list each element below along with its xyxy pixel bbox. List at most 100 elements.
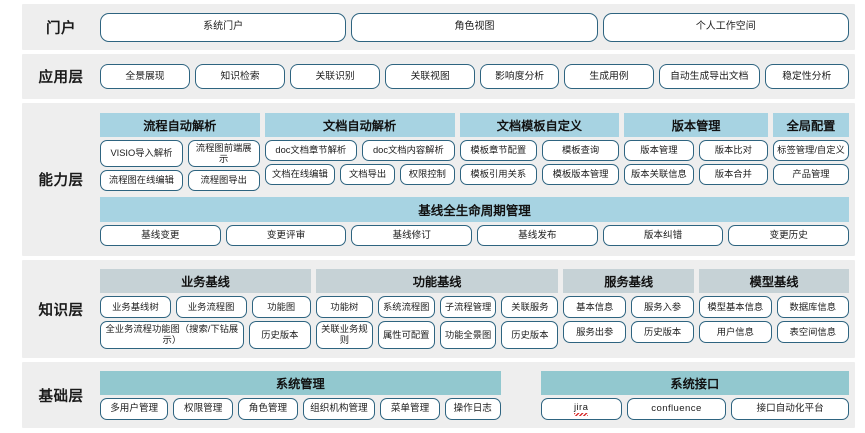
- base-group-system-interface: 系统接口 jira confluence 接口自动化平台: [540, 370, 849, 420]
- cap-item-version-relation-info[interactable]: 版本关联信息: [624, 163, 694, 185]
- app-item-relation-view[interactable]: 关联视图: [385, 64, 476, 89]
- portal-item-role-view[interactable]: 角色视图: [351, 12, 598, 42]
- kn-item-service-input-param[interactable]: 服务入参: [631, 296, 695, 319]
- cap-item-template-chapter-config[interactable]: 模板章节配置: [459, 139, 537, 161]
- base-item-jira[interactable]: jira: [540, 397, 622, 420]
- kn-item-history-version-business[interactable]: 历史版本: [248, 321, 311, 349]
- lifecycle-item-baseline-change[interactable]: 基线变更: [100, 225, 221, 247]
- knowledge-group-service-baseline: 服务基线 基本信息 服务入参 服务出参 历史版本: [563, 269, 695, 348]
- cap-item-visio-import-parse[interactable]: VISIO导入解析: [100, 139, 183, 168]
- app-item-auto-export-doc[interactable]: 自动生成导出文档: [659, 64, 760, 89]
- capability-group-doc-template: 文档模板自定义 模板章节配置 模板查询 模板引用关系 模板版本管理: [459, 112, 620, 191]
- layer-body-portal: 系统门户 角色视图 个人工作空间: [100, 7, 855, 48]
- cap-item-doc-online-edit[interactable]: 文档在线编辑: [264, 163, 336, 185]
- lifecycle-item-change-review[interactable]: 变更评审: [225, 225, 347, 247]
- kn-item-full-business-flow-function-chart[interactable]: 全业务流程功能图（搜索/下钻展示）: [100, 321, 244, 349]
- capability-row2-process-parse: 流程图在线编辑 流程图导出: [100, 170, 260, 192]
- knowledge-row2-business-baseline: 全业务流程功能图（搜索/下钻展示） 历史版本: [100, 321, 311, 349]
- capability-group-header-doc-template: 文档模板自定义: [459, 112, 620, 137]
- app-item-relation-identify[interactable]: 关联识别: [290, 64, 381, 89]
- cap-item-version-compare[interactable]: 版本比对: [698, 139, 768, 161]
- portal-item-system-portal[interactable]: 系统门户: [100, 12, 347, 42]
- kn-item-business-baseline-tree[interactable]: 业务基线树: [100, 296, 171, 319]
- application-items: 全景展现 知识检索 关联识别 关联视图 影响度分析 生成用例 自动生成导出文档 …: [100, 64, 849, 89]
- base-item-permission-manage[interactable]: 权限管理: [173, 397, 234, 420]
- capability-row1-process-parse: VISIO导入解析 流程图前端展示: [100, 139, 260, 168]
- kn-item-business-flow-chart[interactable]: 业务流程图: [175, 296, 247, 319]
- cap-item-doc-chapter-parse[interactable]: doc文档章节解析: [264, 139, 358, 161]
- kn-item-function-chart[interactable]: 功能图: [251, 296, 311, 319]
- layer-row-portal: 门户 系统门户 角色视图 个人工作空间: [22, 4, 855, 50]
- kn-item-subprocess-manage[interactable]: 子流程管理: [439, 296, 497, 319]
- kn-item-service-output-param[interactable]: 服务出参: [563, 321, 627, 344]
- layer-body-application: 全景展现 知识检索 关联识别 关联视图 影响度分析 生成用例 自动生成导出文档 …: [100, 59, 855, 94]
- layer-label-application: 应用层: [38, 70, 84, 86]
- capability-group-header-doc-parse: 文档自动解析: [264, 112, 455, 137]
- kn-item-function-panorama[interactable]: 功能全景图: [439, 321, 497, 349]
- lifecycle-item-baseline-revision[interactable]: 基线修订: [351, 225, 473, 247]
- knowledge-row2-model-baseline: 用户信息 表空间信息: [699, 321, 849, 344]
- cap-item-doc-content-parse[interactable]: doc文档内容解析: [362, 139, 455, 161]
- app-item-generate-case[interactable]: 生成用例: [563, 64, 655, 89]
- cap-item-template-reference-relation[interactable]: 模板引用关系: [459, 163, 537, 185]
- kn-item-service-basic-info[interactable]: 基本信息: [563, 296, 627, 319]
- layer-row-base: 基础层 系统管理 多用户管理 权限管理 角色管理 组织机构管理 菜单管理 操作日…: [22, 362, 855, 428]
- kn-item-database-info[interactable]: 数据库信息: [776, 296, 849, 319]
- cap-item-template-version-manage[interactable]: 模板版本管理: [541, 163, 620, 185]
- layer-label-base: 基础层: [38, 388, 84, 405]
- cap-item-doc-export[interactable]: 文档导出: [340, 163, 395, 185]
- base-item-menu-manage[interactable]: 菜单管理: [380, 397, 440, 420]
- layer-label-knowledge: 知识层: [38, 302, 84, 319]
- layer-body-base: 系统管理 多用户管理 权限管理 角色管理 组织机构管理 菜单管理 操作日志 系统…: [100, 366, 855, 425]
- layer-body-capability: 流程自动解析 VISIO导入解析 流程图前端展示 流程图在线编辑 流程图导出 文…: [100, 108, 855, 251]
- cap-item-tag-manage-custom[interactable]: 标签管理/自定义: [772, 139, 850, 161]
- kn-item-model-basic-info[interactable]: 模型基本信息: [699, 296, 772, 319]
- app-item-panorama[interactable]: 全景展现: [100, 64, 191, 89]
- base-items-system-interface: jira confluence 接口自动化平台: [540, 397, 849, 420]
- kn-item-history-version-function[interactable]: 历史版本: [501, 321, 559, 349]
- kn-item-related-business-rule[interactable]: 关联业务规则: [315, 321, 373, 349]
- cap-item-flow-export[interactable]: 流程图导出: [187, 170, 260, 192]
- capability-group-process-parse: 流程自动解析 VISIO导入解析 流程图前端展示 流程图在线编辑 流程图导出: [100, 112, 260, 192]
- cap-item-flow-frontend-display[interactable]: 流程图前端展示: [187, 139, 260, 168]
- base-item-api-automation-platform[interactable]: 接口自动化平台: [731, 397, 849, 420]
- capability-groups: 流程自动解析 VISIO导入解析 流程图前端展示 流程图在线编辑 流程图导出 文…: [100, 112, 850, 192]
- lifecycle-item-change-history[interactable]: 变更历史: [728, 225, 850, 247]
- cap-item-template-query[interactable]: 模板查询: [541, 139, 620, 161]
- knowledge-group-function-baseline: 功能基线 功能树 系统流程图 子流程管理 关联服务 关联业务规则 属性可配置 功…: [315, 269, 559, 349]
- capability-row2-global-config: 产品管理: [772, 163, 850, 185]
- base-item-operation-log[interactable]: 操作日志: [444, 397, 501, 420]
- layer-row-capability: 能力层 流程自动解析 VISIO导入解析 流程图前端展示 流程图在线编辑 流程图…: [22, 103, 855, 256]
- kn-item-tablespace-info[interactable]: 表空间信息: [776, 321, 849, 344]
- capability-lifecycle-items: 基线变更 变更评审 基线修订 基线发布 版本纠错 变更历史: [100, 225, 850, 247]
- base-item-confluence[interactable]: confluence: [626, 397, 727, 420]
- knowledge-group-header-model-baseline: 模型基线: [699, 269, 849, 294]
- base-group-header-system-manage: 系统管理: [100, 370, 501, 395]
- kn-item-related-service[interactable]: 关联服务: [501, 296, 559, 319]
- cap-item-version-manage[interactable]: 版本管理: [624, 139, 694, 161]
- kn-item-attribute-configurable[interactable]: 属性可配置: [377, 321, 435, 349]
- lifecycle-item-version-correction[interactable]: 版本纠错: [602, 225, 724, 247]
- jira-label: jira: [573, 402, 589, 416]
- cap-item-version-merge[interactable]: 版本合并: [698, 163, 768, 185]
- base-item-role-manage[interactable]: 角色管理: [238, 397, 298, 420]
- base-groups: 系统管理 多用户管理 权限管理 角色管理 组织机构管理 菜单管理 操作日志 系统…: [100, 370, 849, 420]
- base-group-header-system-interface: 系统接口: [540, 370, 849, 395]
- capability-lifecycle-header: 基线全生命周期管理: [100, 197, 849, 223]
- kn-item-history-version-service[interactable]: 历史版本: [631, 321, 695, 344]
- cap-item-permission-control[interactable]: 权限控制: [399, 163, 455, 185]
- knowledge-row1-service-baseline: 基本信息 服务入参: [563, 296, 695, 319]
- cap-item-flow-online-edit[interactable]: 流程图在线编辑: [100, 170, 183, 192]
- kn-item-system-flow-chart[interactable]: 系统流程图: [377, 296, 435, 319]
- app-item-knowledge-search[interactable]: 知识检索: [195, 64, 286, 89]
- base-item-multi-user-manage[interactable]: 多用户管理: [100, 397, 169, 420]
- kn-item-user-info[interactable]: 用户信息: [699, 321, 772, 344]
- portal-item-personal-workspace[interactable]: 个人工作空间: [602, 12, 849, 42]
- base-item-org-structure-manage[interactable]: 组织机构管理: [302, 397, 376, 420]
- lifecycle-item-baseline-release[interactable]: 基线发布: [477, 225, 598, 247]
- kn-item-function-tree[interactable]: 功能树: [315, 296, 373, 319]
- app-item-stability-analysis[interactable]: 稳定性分析: [764, 64, 849, 89]
- app-item-impact-analysis[interactable]: 影响度分析: [480, 64, 559, 89]
- cap-item-product-manage[interactable]: 产品管理: [772, 163, 850, 185]
